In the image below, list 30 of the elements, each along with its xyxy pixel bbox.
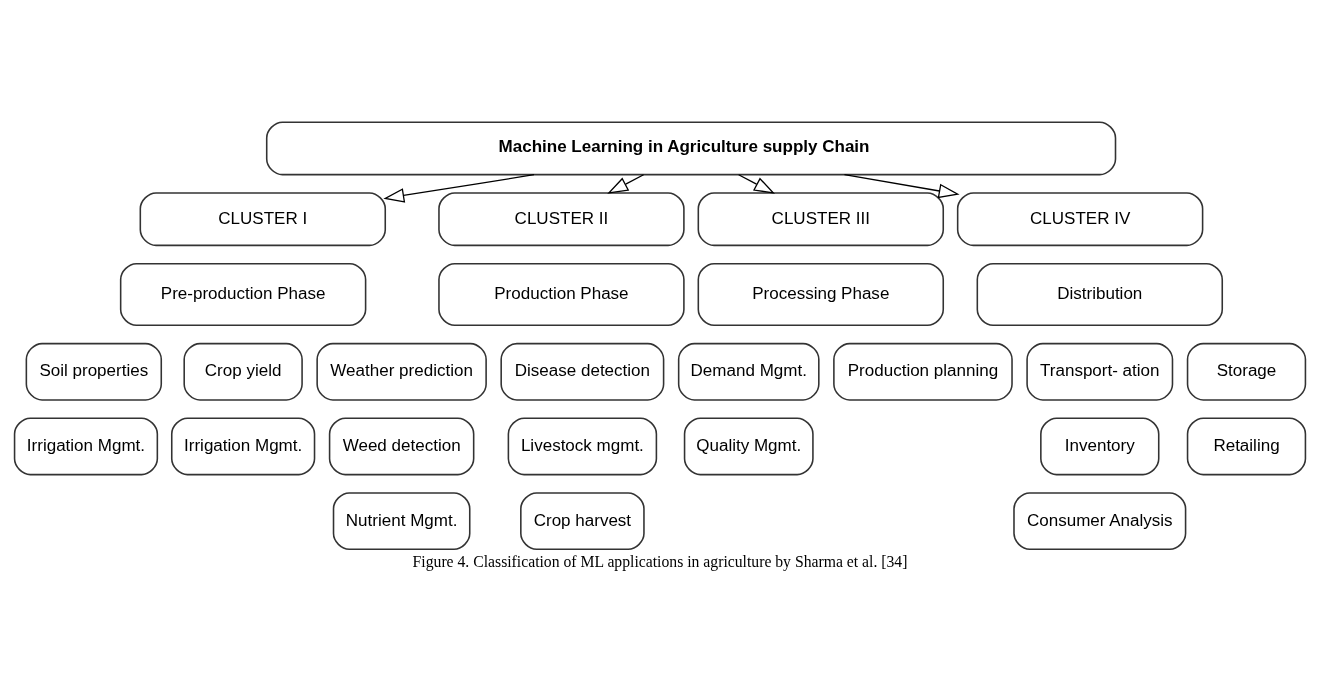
node-box: Distribution [976,262,1224,326]
node-box: CLUSTER II [438,191,685,246]
node-box: Crop yield [183,342,303,401]
node-box: Quality Mgmt. [683,417,814,475]
node-box: Irrigation Mgmt. [13,417,159,475]
node-box: Crop harvest [520,491,645,550]
node-box: CLUSTER III [697,191,945,246]
node-box: Consumer Analysis [1013,491,1187,550]
node-box: Demand Mgmt. [677,342,820,401]
arrow [607,173,645,194]
node-box: Pre-production Phase [119,262,367,326]
node-box: Production planning [833,342,1013,401]
node-box: Nutrient Mgmt. [332,491,471,550]
node-box: Storage [1186,342,1307,401]
node-box: CLUSTER IV [956,191,1204,246]
node-box: Production Phase [438,262,685,326]
node-box: CLUSTER I [139,191,387,246]
node-box: Disease detection [500,342,665,401]
node-box: Transport- ation [1026,342,1174,401]
node-box: Processing Phase [697,262,945,326]
node-box: Weather prediction [316,342,487,401]
caption: Figure 4. Classification of ML applications in agriculture by Sharma et al. [34] [412,552,908,570]
node-box: Weed detection [328,417,475,475]
node-box: Livestock mgmt. [507,417,658,475]
arrow [738,173,775,194]
node-box: Machine Learning in Agriculture supply Chain [265,120,1117,175]
node-box: Irrigation Mgmt. [170,417,316,475]
node-box: Inventory [1040,417,1160,475]
node-box: Soil properties [25,342,163,401]
node-box: Retailing [1186,417,1307,475]
